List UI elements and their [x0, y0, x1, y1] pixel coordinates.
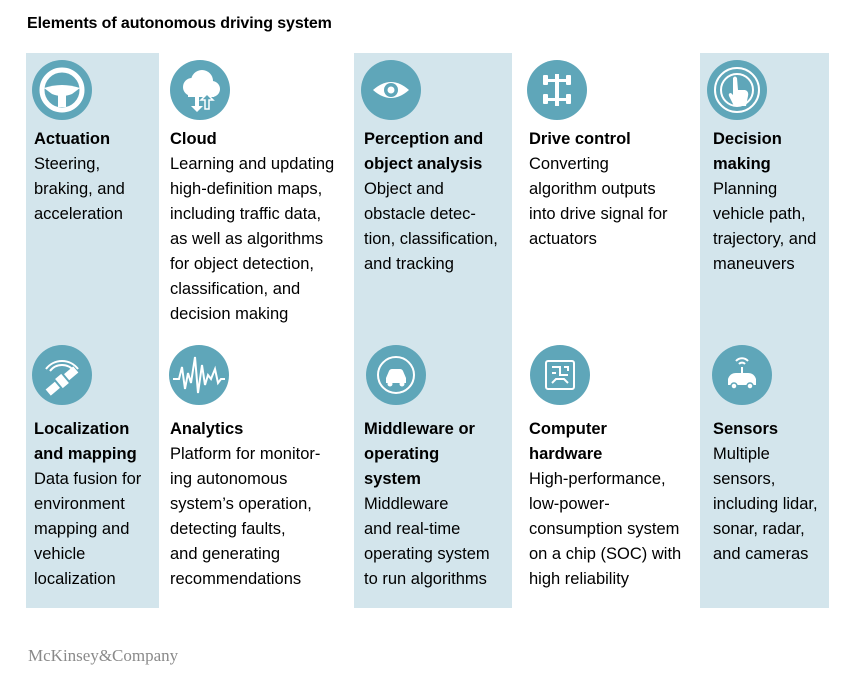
element-description: Object and obstacle detec- tion, classif…: [364, 180, 498, 273]
element-title: Actuation: [34, 130, 111, 148]
element-title: Middleware or operating system: [364, 420, 475, 488]
element-title: Analytics: [170, 420, 244, 438]
chip-icon: [530, 345, 590, 405]
sensor-car-icon: [712, 345, 772, 405]
element-description: High-performance, low-power- consumption…: [529, 470, 682, 588]
element-description: Converting algorithm outputs into drive …: [529, 155, 668, 248]
eye-icon: [361, 60, 421, 120]
satellite-icon: [32, 345, 92, 405]
diagram-title: Elements of autonomous driving system: [27, 15, 332, 32]
element-description: Platform for monitor- ing autonomous sys…: [170, 445, 321, 588]
company-logo: McKinsey&Company: [28, 646, 179, 665]
element-description: Data fusion for environment mapping and …: [34, 470, 142, 588]
column-band-1: [26, 53, 159, 608]
element-title: Perception and object analysis: [364, 130, 484, 173]
steering-wheel-icon: [32, 60, 92, 120]
element-description: Middleware and real-time operating syste…: [364, 495, 490, 588]
touch-hand-icon: [707, 60, 767, 120]
column-band-5: [700, 53, 829, 608]
cloud-icon: [170, 60, 230, 120]
element-title: Localization and mapping: [34, 420, 137, 463]
column-band-3: [354, 53, 512, 608]
element-title: Sensors: [713, 420, 779, 438]
element-title: Computer hardware: [529, 420, 607, 463]
element-title: Drive control: [529, 130, 631, 148]
element-description: Planning vehicle path, trajectory, and m…: [713, 180, 817, 273]
element-description: Steering, braking, and acceleration: [34, 155, 125, 223]
waveform-icon: [169, 345, 229, 405]
element-title: Decision making: [713, 130, 782, 173]
element-title: Cloud: [170, 130, 217, 148]
element-description: Learning and updating high-definition ma…: [170, 155, 335, 323]
car-circle-icon: [366, 345, 426, 405]
element-description: Multiple sensors, including lidar, sonar…: [713, 445, 818, 563]
drive-chassis-icon: [527, 60, 587, 120]
